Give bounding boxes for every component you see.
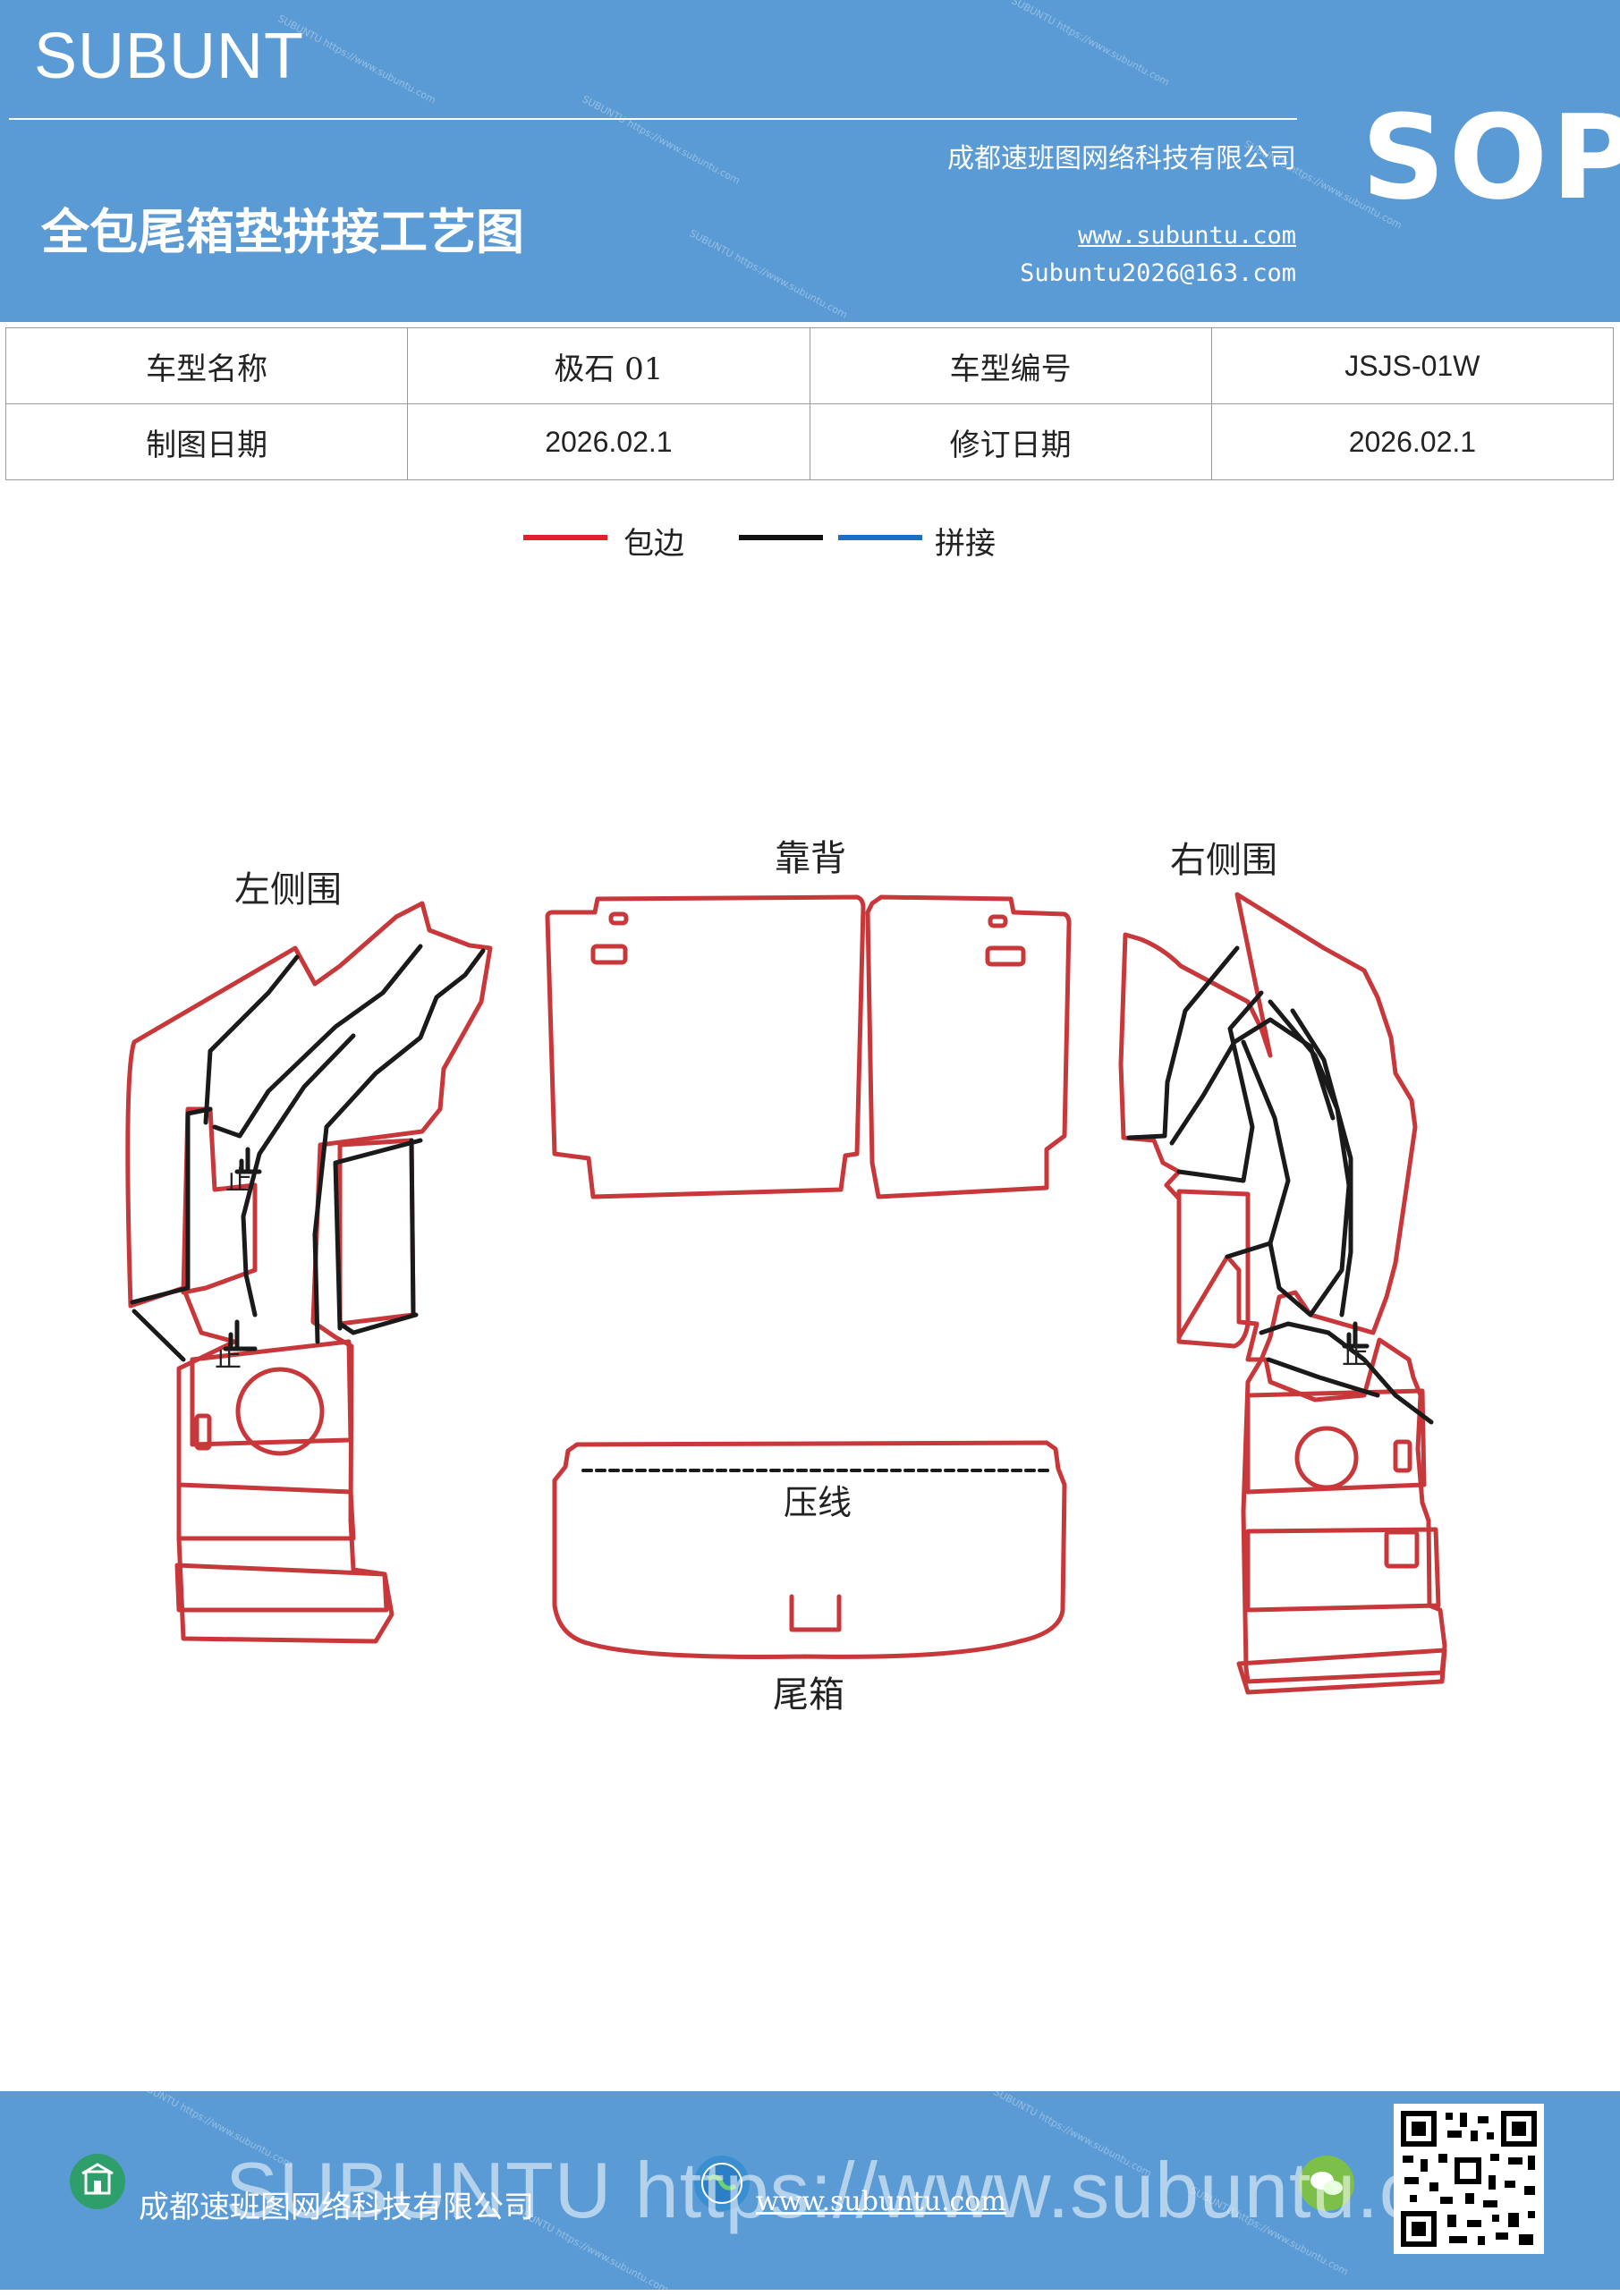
backrest-left-slot (608, 911, 629, 926)
left-piece (181, 1106, 258, 1295)
right-piece (1236, 1648, 1447, 1695)
right-piece (1176, 1189, 1251, 1349)
right-slot (1393, 1439, 1412, 1473)
table-row: 制图日期 2026.02.1 修订日期 2026.02.1 (4, 403, 1615, 480)
sop-badge: SOP (1361, 89, 1620, 225)
footer-banner: SUBUNTU https://www.subuntu.com SUBUNTU … (0, 2077, 1620, 2296)
backrest-left-outline (545, 894, 866, 1199)
model-code-value: JSJS-01W (1210, 327, 1615, 404)
left-piece (176, 1482, 356, 1541)
building-icon (70, 2154, 125, 2209)
backrest-left-slot (590, 944, 628, 965)
stop-mark-label: 止 (225, 1165, 252, 1197)
backrest-right-slot (988, 914, 1008, 928)
left-slot (194, 1413, 212, 1451)
trunk-handle (789, 1594, 842, 1632)
globe-icon (694, 2156, 750, 2211)
draw-date-label: 制图日期 (4, 403, 409, 480)
mat-drawing: 左侧围 靠背 右侧围 压线 尾箱 止止止 (125, 838, 1447, 1716)
stop-mark-label: 止 (1342, 1340, 1369, 1371)
website-link[interactable]: www.subuntu.com (1078, 222, 1296, 250)
label-backrest: 靠背 (775, 838, 846, 879)
watermark: SUBUNTU https://www.subuntu.com (580, 93, 742, 187)
legend-swatch-black (739, 535, 823, 540)
label-left-side: 左侧围 (234, 869, 342, 911)
footer-company: 成都速班图网络科技有限公司 (139, 2190, 534, 2225)
page-title: 全包尾箱垫拼接工艺图 (41, 203, 524, 260)
right-side-outline (1118, 892, 1447, 1684)
left-piece (337, 1138, 416, 1326)
backrest-right-slot (985, 945, 1026, 967)
watermark: SUBUNTU https://www.subuntu.com (1009, 0, 1172, 89)
line-legend: 包边 拼接 (0, 519, 1620, 572)
qr-code (1394, 2104, 1544, 2254)
left-side-outline (125, 901, 493, 1644)
left-hole (235, 1367, 325, 1456)
stop-mark-label: 止 (215, 1343, 242, 1374)
left-piece (174, 1563, 389, 1613)
backrest-right-outline (865, 894, 1072, 1199)
label-crease: 压线 (784, 1483, 852, 1522)
wechat-icon (1299, 2156, 1354, 2211)
legend-swatch-splice (838, 535, 922, 540)
label-right-side: 右侧围 (1170, 840, 1277, 881)
legend-swatch-edging (523, 535, 607, 540)
trunk-outline (552, 1440, 1067, 1659)
label-trunk: 尾箱 (773, 1674, 844, 1716)
header-banner: SUBUNTU https://www.subuntu.com SUBUNTU … (0, 0, 1620, 322)
footer-website[interactable]: www.subuntu.com (756, 2186, 1006, 2217)
email-address[interactable]: Subuntu2026@163.com (1020, 259, 1296, 287)
right-slot (1384, 1529, 1420, 1569)
model-name-label: 车型名称 (4, 327, 409, 404)
draw-date-value: 2026.02.1 (407, 403, 810, 480)
legend-label-splice: 拼接 (935, 526, 996, 562)
revise-date-value: 2026.02.1 (1210, 403, 1615, 480)
brand-name: SUBUNT (34, 21, 305, 92)
footer-overlay-text: SUBUNTU https://www.subuntu.com (225, 2146, 1531, 2234)
header-divider (9, 118, 1297, 120)
model-code-label: 车型编号 (809, 327, 1212, 404)
left-piece (190, 1339, 353, 1447)
vehicle-info-table: 车型名称 极石 01 车型编号 JSJS-01W 制图日期 2026.02.1 … (4, 327, 1615, 480)
right-hole (1294, 1426, 1359, 1490)
table-row: 车型名称 极石 01 车型编号 JSJS-01W (4, 327, 1615, 404)
legend-label-edging: 包边 (623, 526, 684, 562)
right-piece (1245, 1527, 1441, 1613)
watermark: SUBUNTU https://www.subuntu.com (687, 227, 850, 321)
company-name: 成都速班图网络科技有限公司 (947, 143, 1296, 174)
model-name-value: 极石 01 (407, 327, 810, 404)
revise-date-label: 修订日期 (809, 403, 1212, 480)
